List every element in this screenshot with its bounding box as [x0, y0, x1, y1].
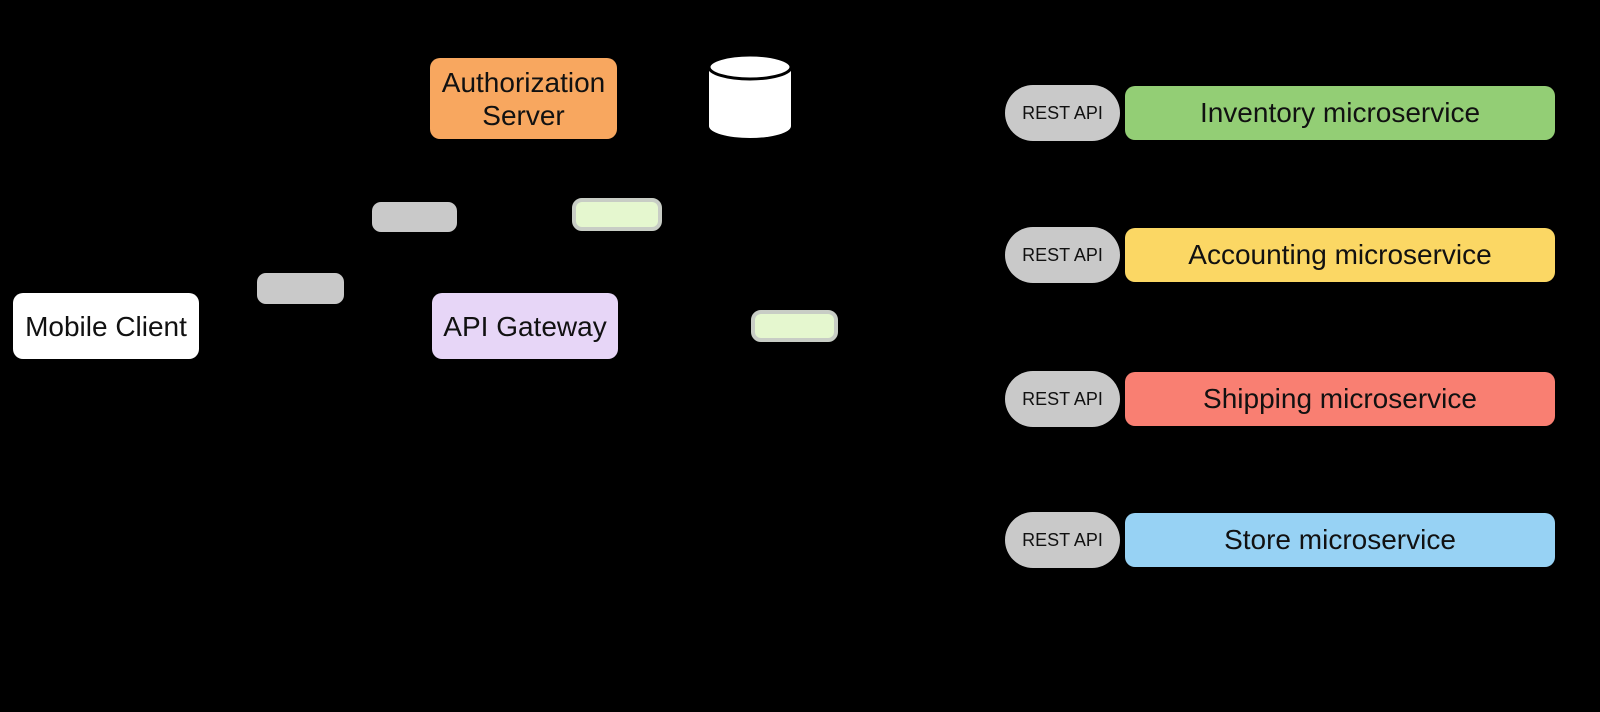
- small-green-box-lower: [751, 310, 838, 342]
- inventory-microservice-node: Inventory microservice: [1125, 86, 1555, 140]
- mobile-client-node: Mobile Client: [13, 293, 199, 359]
- shipping-microservice-node: Shipping microservice: [1125, 372, 1555, 426]
- service-row-inventory: REST API Inventory microservice: [1005, 85, 1555, 142]
- database-cylinder-icon: [707, 53, 793, 143]
- rest-api-pill: REST API: [1005, 227, 1120, 283]
- service-row-store: REST API Store microservice: [1005, 512, 1555, 569]
- small-green-box-upper: [572, 198, 662, 231]
- accounting-microservice-node: Accounting microservice: [1125, 228, 1555, 282]
- service-row-accounting: REST API Accounting microservice: [1005, 227, 1555, 284]
- store-microservice-node: Store microservice: [1125, 513, 1555, 567]
- small-gray-box-upper: [372, 202, 457, 232]
- rest-api-pill: REST API: [1005, 85, 1120, 141]
- rest-api-pill: REST API: [1005, 512, 1120, 568]
- service-row-shipping: REST API Shipping microservice: [1005, 371, 1555, 428]
- small-gray-box-lower: [257, 273, 344, 304]
- authorization-server-node: Authorization Server: [430, 58, 617, 139]
- api-gateway-node: API Gateway: [432, 293, 618, 359]
- rest-api-pill: REST API: [1005, 371, 1120, 427]
